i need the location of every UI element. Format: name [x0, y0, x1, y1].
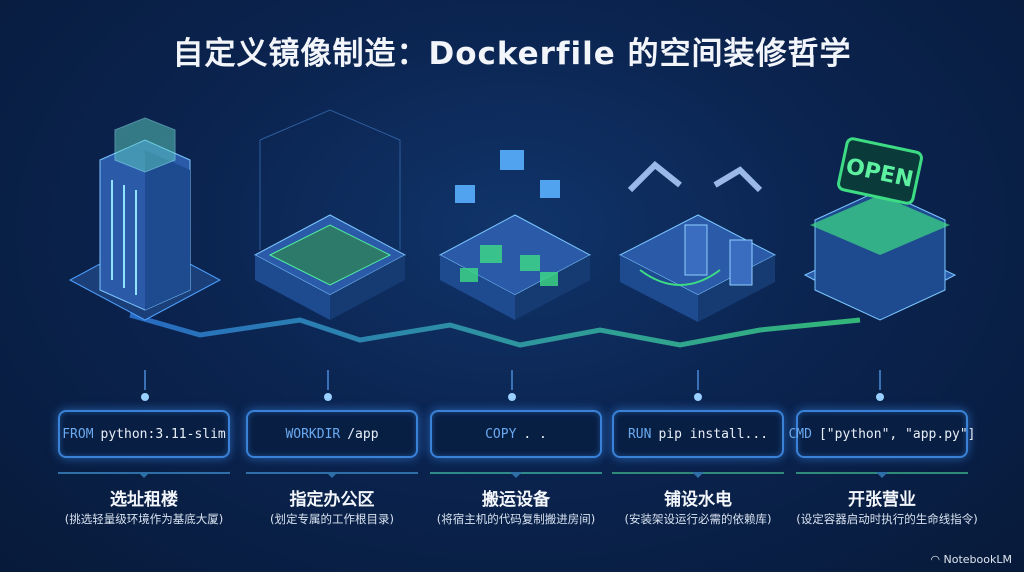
divider [246, 472, 418, 478]
command-argument: ["python", "app.py"] [818, 426, 976, 442]
page-title: 自定义镜像制造：Dockerfile 的空间装修哲学 [172, 36, 852, 72]
step-label: 铺设水电 [664, 490, 732, 510]
pipeline-path [129, 312, 861, 348]
divider [430, 472, 602, 478]
office-room-icon [253, 109, 407, 320]
command-card-cmd: CMD ["python", "app.py"] [788, 410, 976, 458]
step-description: (挑选轻量级环境作为基底大厦) [64, 512, 224, 526]
divider [58, 472, 230, 478]
step-label: 指定办公区 [289, 490, 375, 510]
command-keyword: FROM [62, 426, 94, 442]
divider [796, 472, 968, 478]
command-card-from: FROM python:3.11-slim [58, 410, 230, 458]
command-card-copy: COPY . . [430, 410, 602, 458]
command-argument: python:3.11-slim [100, 426, 226, 442]
building-icon [68, 117, 222, 321]
step-label: 搬运设备 [482, 490, 550, 510]
command-argument: . . [523, 426, 547, 442]
command-keyword: COPY [485, 426, 517, 442]
command-keyword: CMD [788, 426, 812, 442]
open-store-icon [803, 137, 957, 321]
timeline-dots [141, 393, 884, 401]
notebooklm-watermark: ◠ NotebookLM [930, 553, 1012, 566]
step-label: 选址租楼 [110, 490, 178, 510]
step-description: (设定容器启动时执行的生命线指令) [796, 512, 978, 526]
watermark-text: NotebookLM [943, 553, 1012, 566]
divider [612, 472, 784, 478]
utilities-room-icon [618, 160, 777, 322]
command-keyword: WORKDIR [285, 426, 341, 442]
command-keyword: RUN [627, 426, 652, 442]
step-description: (将宿主机的代码复制搬进房间) [436, 512, 596, 526]
command-argument: /app [347, 426, 379, 442]
moving-boxes-icon [438, 150, 592, 320]
command-card-workdir: WORKDIR/app [246, 410, 418, 458]
timeline-ticks [144, 370, 881, 390]
command-argument: pip install... [658, 426, 769, 442]
command-card-run: RUN pip install... [612, 410, 784, 458]
step-description: (划定专属的工作根目录) [270, 512, 394, 526]
step-label: 开张营业 [848, 490, 916, 510]
step-description: (安装架设运行必需的依赖库) [624, 512, 772, 526]
notebooklm-logo-icon: ◠ [930, 553, 944, 566]
